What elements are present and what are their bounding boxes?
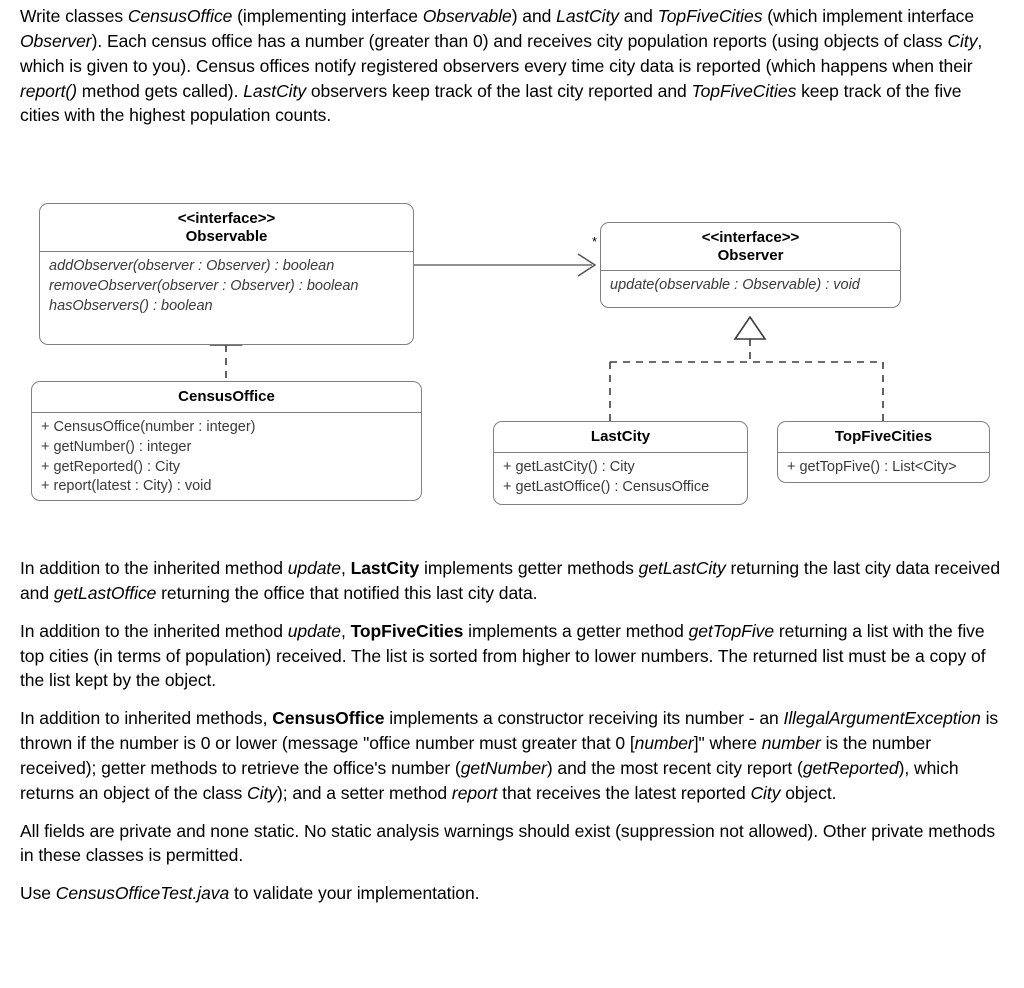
uml-members-lastcity: + getLastCity() : City + getLastOffice() … <box>494 453 747 504</box>
uml-member: addObserver(observer : Observer) : boole… <box>49 258 335 275</box>
uml-members-observer: update(observable : Observable) : void <box>601 271 900 302</box>
uml-class-topfivecities[interactable]: TopFiveCities + getTopFive() : List<City… <box>777 421 990 483</box>
realization-triangle-observer <box>733 315 767 340</box>
uml-class-diagram: * <<interface>> Observable addObserver(o… <box>0 190 1024 535</box>
uml-stereotype-observable: <<interface>> <box>177 210 276 227</box>
uml-members-topfivecities: + getTopFive() : List<City> <box>778 453 989 482</box>
uml-class-lastcity-header: LastCity <box>494 422 747 452</box>
association-multiplicity-label: * <box>592 234 598 249</box>
lastcity-paragraph: In addition to the inherited method upda… <box>20 558 1001 603</box>
association-arrowhead-open <box>577 253 597 277</box>
uml-members-censusoffice: + CensusOffice(number : integer) + getNum… <box>32 413 421 500</box>
uml-class-name-censusoffice: CensusOffice <box>178 388 275 405</box>
detail-paragraphs: In addition to the inherited method upda… <box>20 556 1004 919</box>
uml-divider <box>778 451 989 453</box>
uml-member: + getNumber() : integer <box>41 438 192 455</box>
uml-stereotype-observer: <<interface>> <box>701 229 800 246</box>
uml-class-lastcity[interactable]: LastCity + getLastCity() : City+ getLast… <box>493 421 748 505</box>
uml-member: hasObservers() : boolean <box>49 298 213 315</box>
uml-divider <box>601 270 900 272</box>
uml-class-name-observable: Observable <box>185 227 268 245</box>
uml-member: + getReported() : City <box>41 458 181 475</box>
uml-divider <box>494 451 747 453</box>
intro-paragraph: Write classes CensusOffice (implementing… <box>20 4 1004 141</box>
uml-class-censusoffice-header: CensusOffice <box>32 382 421 412</box>
uml-class-observer-header: <<interface>> Observer <box>601 223 900 270</box>
uml-class-name-observer: Observer <box>717 246 784 264</box>
uml-divider <box>40 251 413 253</box>
intro-text: Write classes CensusOffice (implementing… <box>20 6 983 126</box>
uml-member: + report(latest : City) : void <box>41 478 212 495</box>
uml-member: + getLastCity() : City <box>503 458 635 475</box>
uml-class-censusoffice[interactable]: CensusOffice + CensusOffice(number : int… <box>31 381 422 501</box>
test-paragraph: Use CensusOfficeTest.java to validate yo… <box>20 883 480 904</box>
uml-members-observable: addObserver(observer : Observer) : boole… <box>40 252 413 323</box>
uml-class-observable-header: <<interface>> Observable <box>40 204 413 251</box>
uml-class-name-lastcity: LastCity <box>590 428 651 445</box>
uml-member: + getTopFive() : List<City> <box>787 458 957 475</box>
uml-member: update(observable : Observable) : void <box>610 277 860 294</box>
censusoffice-paragraph: In addition to inherited methods, Census… <box>20 708 999 803</box>
fields-paragraph: All fields are private and none static. … <box>20 820 996 866</box>
uml-member: removeObserver(observer : Observer) : bo… <box>49 278 359 295</box>
uml-class-observer[interactable]: <<interface>> Observer update(observable… <box>600 222 901 308</box>
uml-member: + getLastOffice() : CensusOffice <box>503 478 710 495</box>
uml-class-observable[interactable]: <<interface>> Observable addObserver(obs… <box>39 203 414 345</box>
uml-class-name-topfivecities: TopFiveCities <box>834 428 933 445</box>
uml-member: + CensusOffice(number : integer) <box>41 418 256 435</box>
topfivecities-paragraph: In addition to the inherited method upda… <box>20 620 986 691</box>
uml-class-topfivecities-header: TopFiveCities <box>778 422 989 452</box>
uml-divider <box>32 411 421 413</box>
